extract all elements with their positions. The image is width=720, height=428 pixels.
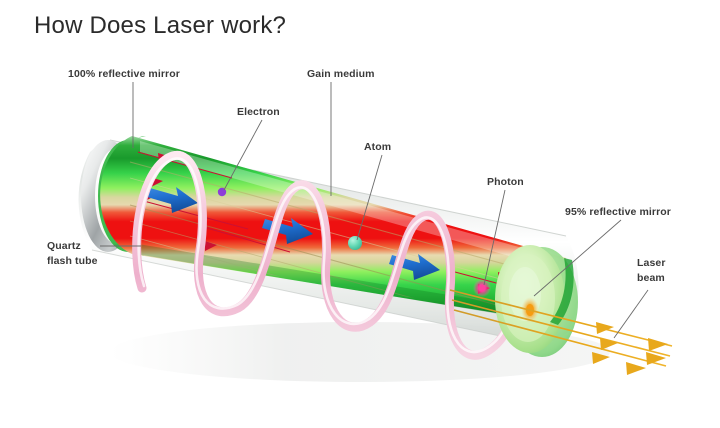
- blue-arrow-1: [147, 187, 198, 213]
- leader-atom: [356, 154, 383, 241]
- page-title: How Does Laser work?: [34, 12, 287, 39]
- quartz-flash-tube-highlight: [137, 157, 512, 354]
- laser-beam-arrowheads: [592, 322, 668, 375]
- label-quartz-line2: flash tube: [47, 255, 98, 267]
- label-electron: Electron: [237, 106, 280, 118]
- label-laser-line1: Laser: [637, 257, 666, 269]
- label-laser-line2: beam: [637, 272, 665, 284]
- tube-right-end: [550, 258, 574, 325]
- label-gain-medium: Gain medium: [307, 68, 375, 80]
- label-mirror-95: 95% reflective mirror: [565, 206, 671, 218]
- leader-laser-beam: [613, 289, 649, 339]
- leader-photon: [483, 189, 506, 286]
- laser-beam-rays: [449, 289, 673, 375]
- drop-shadow: [110, 322, 610, 382]
- label-mirror-100: 100% reflective mirror: [68, 68, 180, 80]
- leader-electron: [223, 119, 263, 191]
- label-atom: Atom: [364, 141, 391, 153]
- atom-dot: [348, 236, 362, 250]
- label-quartz-line1: Quartz: [47, 240, 81, 252]
- leader-lines: [100, 82, 649, 339]
- label-photon: Photon: [487, 176, 524, 188]
- particles: [217, 187, 491, 297]
- diagram-labels: 100% reflective mirror Gain medium Elect…: [47, 68, 671, 284]
- leader-mirror-95: [533, 219, 622, 297]
